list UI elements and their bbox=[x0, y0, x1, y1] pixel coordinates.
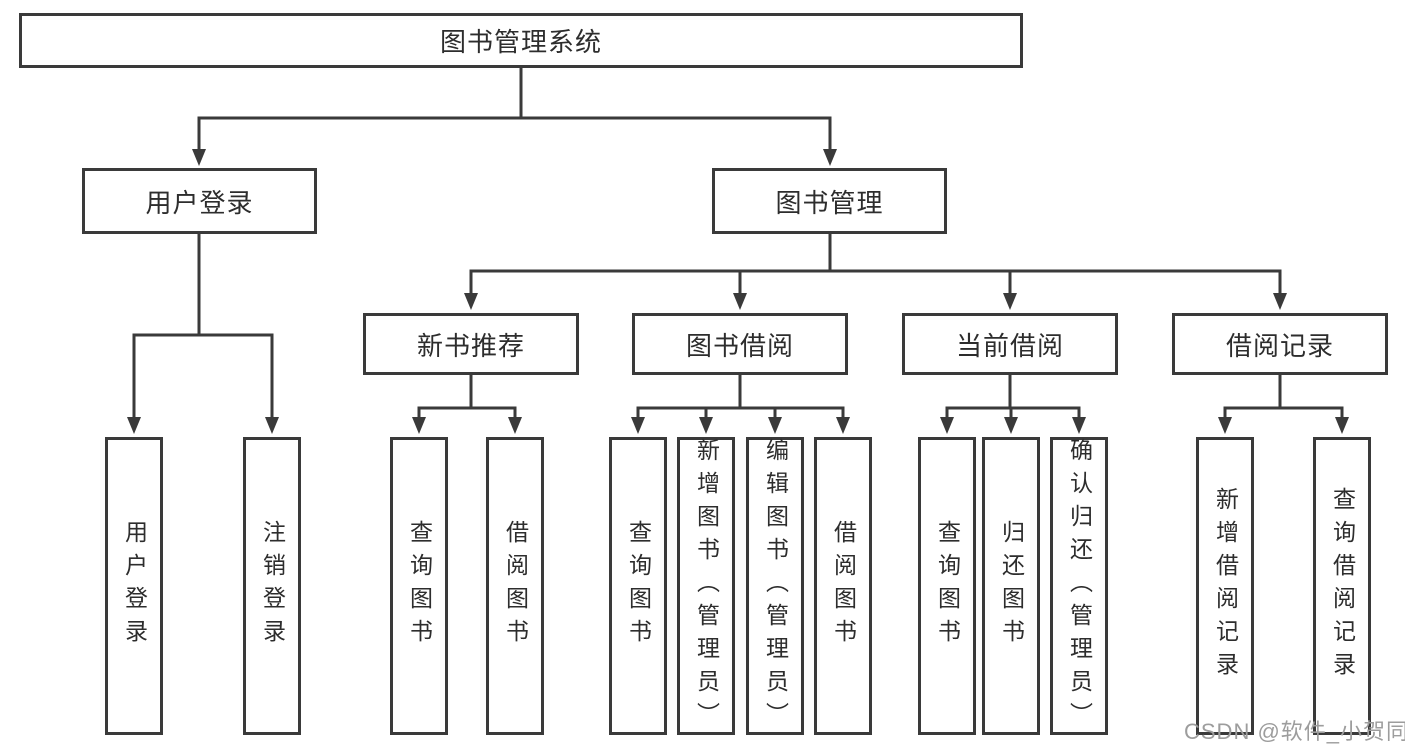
leaf-return-book: 归还图书 bbox=[982, 437, 1040, 735]
node-library-management-system: 图书管理系统 bbox=[19, 13, 1023, 68]
leaf-label: 新增图书（管理员） bbox=[693, 437, 720, 735]
node-borrow-records: 借阅记录 bbox=[1172, 313, 1388, 375]
node-label: 图书借阅 bbox=[685, 330, 794, 361]
leaf-label: 借阅图书 bbox=[830, 520, 857, 652]
leaf-query-books-current: 查询图书 bbox=[918, 437, 976, 735]
leaf-logout: 注销登录 bbox=[243, 437, 301, 735]
node-label: 图书管理 bbox=[775, 187, 884, 218]
watermark: CSDN @软件_小贺同学 bbox=[1184, 719, 1405, 744]
node-label: 用户登录 bbox=[145, 187, 254, 218]
leaf-label: 查询图书 bbox=[625, 520, 652, 652]
node-current-borrow: 当前借阅 bbox=[902, 313, 1118, 375]
node-user-login: 用户登录 bbox=[82, 168, 317, 234]
leaf-borrow-books-recommend: 借阅图书 bbox=[486, 437, 544, 735]
leaf-query-books-recommend: 查询图书 bbox=[390, 437, 448, 735]
leaf-query-borrow-record: 查询借阅记录 bbox=[1313, 437, 1371, 735]
node-label: 新书推荐 bbox=[416, 330, 525, 361]
leaf-label: 编辑图书（管理员） bbox=[762, 437, 789, 735]
leaf-query-books-borrow: 查询图书 bbox=[609, 437, 667, 735]
leaf-label: 确认归还（管理员） bbox=[1066, 437, 1093, 735]
leaf-edit-book-admin: 编辑图书（管理员） bbox=[746, 437, 804, 735]
leaf-confirm-return-admin: 确认归还（管理员） bbox=[1050, 437, 1108, 735]
leaf-add-book-admin: 新增图书（管理员） bbox=[677, 437, 735, 735]
node-label: 当前借阅 bbox=[955, 330, 1064, 361]
node-book-management: 图书管理 bbox=[712, 168, 947, 234]
leaf-label: 查询图书 bbox=[934, 520, 961, 652]
leaf-label: 归还图书 bbox=[998, 520, 1025, 652]
leaf-user-login: 用户登录 bbox=[105, 437, 163, 735]
leaf-label: 查询借阅记录 bbox=[1329, 487, 1356, 685]
leaf-add-borrow-record: 新增借阅记录 bbox=[1196, 437, 1254, 735]
arrowheads bbox=[127, 149, 1349, 434]
node-book-borrow: 图书借阅 bbox=[632, 313, 848, 375]
leaf-label: 借阅图书 bbox=[502, 520, 529, 652]
leaf-borrow-books: 借阅图书 bbox=[814, 437, 872, 735]
leaf-label: 查询图书 bbox=[406, 520, 433, 652]
leaf-label: 注销登录 bbox=[259, 520, 286, 652]
leaf-label: 用户登录 bbox=[121, 520, 148, 652]
leaf-label: 新增借阅记录 bbox=[1212, 487, 1239, 685]
node-new-book-recommend: 新书推荐 bbox=[363, 313, 579, 375]
node-label: 图书管理系统 bbox=[439, 27, 602, 57]
node-label: 借阅记录 bbox=[1225, 330, 1334, 361]
